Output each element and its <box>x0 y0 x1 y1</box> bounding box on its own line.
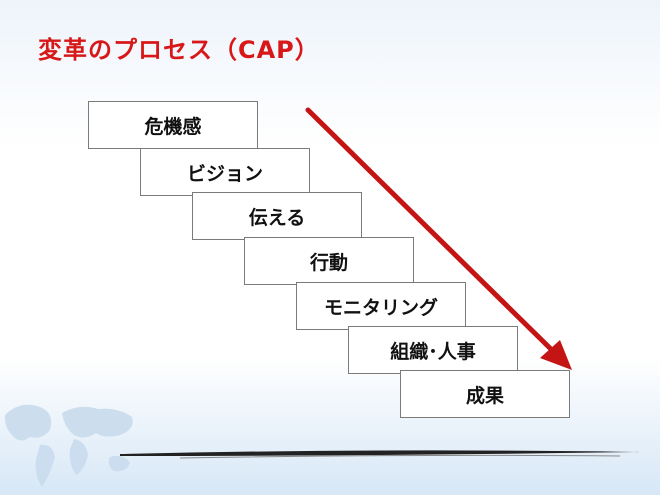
step-label: 行動 <box>309 251 348 274</box>
step-box-4: 行動 <box>244 237 414 285</box>
step-label: モニタリング <box>323 296 438 319</box>
step-label: 組織･人事 <box>390 340 476 363</box>
step-box-1: 危機感 <box>88 101 258 149</box>
step-box-6: 組織･人事 <box>348 326 518 374</box>
step-label: 成果 <box>465 384 504 407</box>
step-box-5: モニタリング <box>296 282 466 330</box>
step-box-3: 伝える <box>192 192 362 240</box>
step-label: 伝える <box>248 206 306 229</box>
step-label: 危機感 <box>144 115 202 138</box>
step-label: ビジョン <box>186 162 263 185</box>
world-map-icon <box>4 404 133 487</box>
decorative-swoosh <box>120 450 640 459</box>
step-box-2: ビジョン <box>140 148 310 196</box>
step-box-7: 成果 <box>400 370 570 418</box>
slide-title: 変革のプロセス（CAP） <box>38 36 320 64</box>
